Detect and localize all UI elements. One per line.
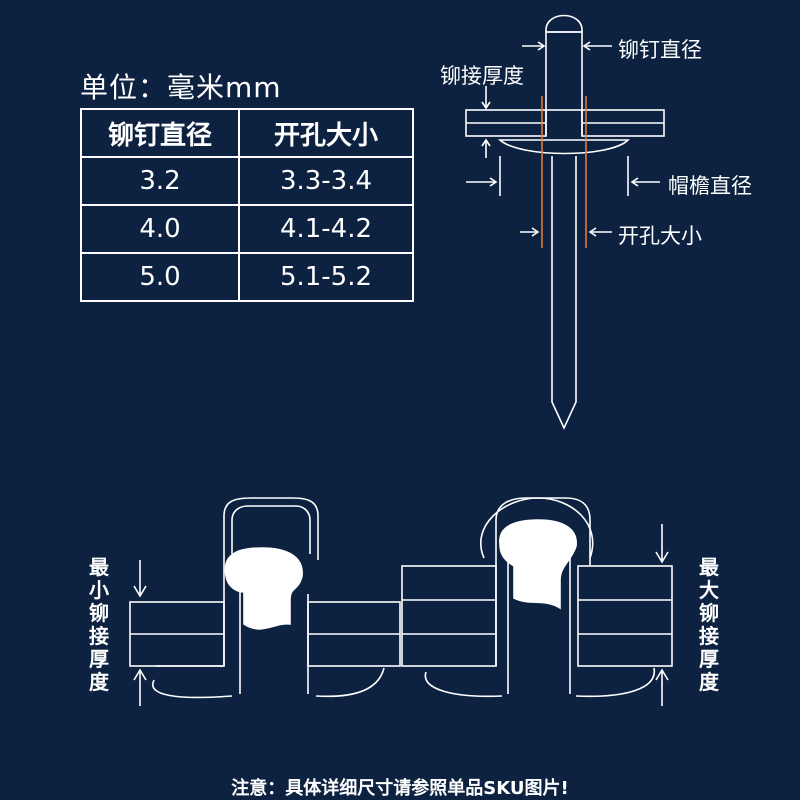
- rivet-head-max: [499, 519, 577, 610]
- spec-table: 铆钉直径 开孔大小 3.2 3.3-3.4 4.0 4.1-4.2 5.0 5.…: [80, 108, 414, 302]
- rivet-cap: [497, 139, 630, 155]
- table-row: 3.2 3.3-3.4: [80, 156, 414, 206]
- hole-markers: [541, 96, 587, 248]
- label-cap-diameter: 帽檐直径: [668, 174, 752, 198]
- cell-hole-size: 5.1-5.2: [238, 252, 414, 302]
- label-hole-size: 开孔大小: [618, 224, 702, 248]
- max-thickness-rivet: [401, 497, 673, 706]
- cell-rivet-diameter: 5.0: [80, 252, 240, 302]
- header-rivet-diameter: 铆钉直径: [80, 108, 240, 158]
- min-thickness-rivet: [129, 497, 401, 706]
- table-row: 5.0 5.1-5.2: [80, 252, 414, 302]
- label-min-thickness: 最小铆接厚度: [89, 555, 109, 694]
- header-hole-size: 开孔大小: [238, 108, 414, 158]
- label-max-thickness: 最大铆接厚度: [699, 555, 719, 694]
- mandrel-shaft: [551, 156, 577, 430]
- label-rivet-thickness: 铆接厚度: [440, 64, 524, 88]
- cell-rivet-diameter: 3.2: [80, 156, 240, 206]
- cell-hole-size: 4.1-4.2: [238, 204, 414, 254]
- cell-hole-size: 3.3-3.4: [238, 156, 414, 206]
- table-row: 4.0 4.1-4.2: [80, 204, 414, 254]
- cell-rivet-diameter: 4.0: [80, 204, 240, 254]
- rivet-body-upper: [545, 31, 583, 111]
- table-header-row: 铆钉直径 开孔大小: [80, 108, 414, 158]
- unit-label: 单位：毫米mm: [80, 71, 282, 104]
- dimension-lines: [466, 41, 660, 237]
- top-rivet: [465, 14, 665, 430]
- footer-note: 注意：具体详细尺寸请参照单品SKU图片!: [231, 778, 569, 799]
- mandrel-head: [545, 14, 583, 33]
- label-rivet-diameter: 铆钉直径: [618, 38, 702, 62]
- rivet-head-min: [224, 547, 303, 630]
